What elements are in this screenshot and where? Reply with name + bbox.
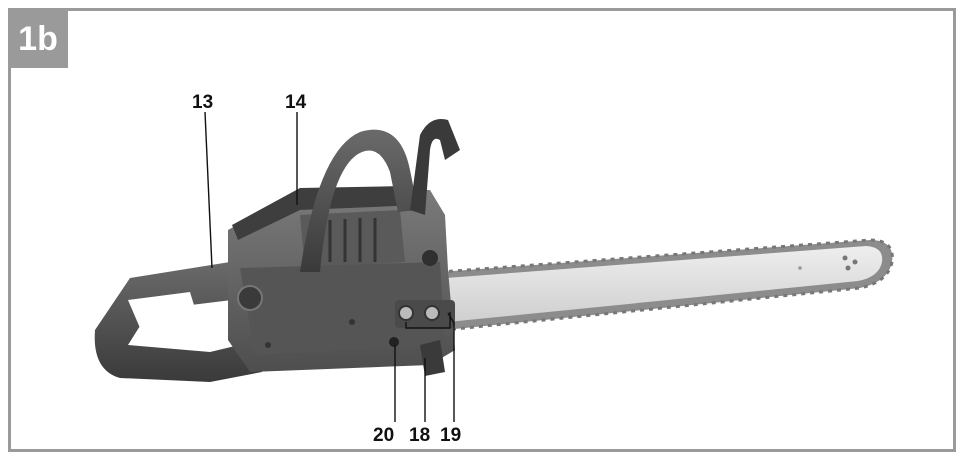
engine-housing bbox=[228, 186, 455, 372]
front-handle bbox=[300, 129, 418, 272]
callout-19: 19 bbox=[440, 425, 461, 446]
callout-13: 13 bbox=[192, 92, 213, 113]
sprocket-cover bbox=[389, 300, 455, 376]
callout-leaders bbox=[204, 111, 455, 422]
leader-13 bbox=[204, 111, 213, 269]
figure-label: 1b bbox=[18, 20, 58, 58]
leader-19-bracket bbox=[405, 312, 451, 329]
hand-guard bbox=[410, 119, 460, 215]
figure-badge: 1b bbox=[8, 8, 68, 68]
callout-20: 20 bbox=[373, 425, 394, 446]
rear-handle bbox=[94, 262, 262, 382]
guide-bar bbox=[439, 238, 894, 332]
callout-14: 14 bbox=[285, 92, 307, 113]
callout-18: 18 bbox=[409, 425, 430, 446]
